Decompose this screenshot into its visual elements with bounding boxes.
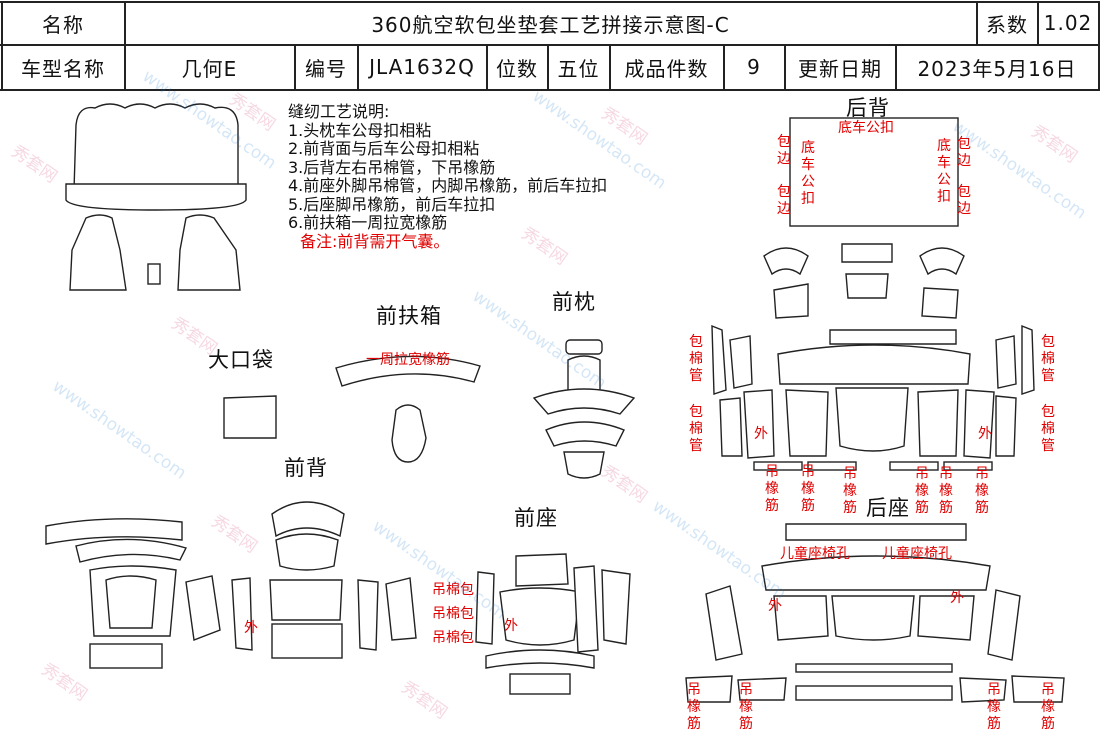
code-value: JLA1632Q bbox=[369, 55, 475, 79]
count-label: 成品件数 bbox=[624, 56, 709, 81]
child-seat-note: 儿童座椅孔 bbox=[882, 546, 952, 562]
fs-cotton-note: 吊棉包 bbox=[432, 582, 474, 598]
fb-outer-note: 外 bbox=[244, 620, 258, 636]
note-item: 6.前扶箱一周拉宽橡筋 bbox=[288, 213, 448, 232]
pocket-piece bbox=[223, 395, 277, 439]
rear-back-pieces bbox=[711, 117, 1035, 471]
section-armrest: 前扶箱 bbox=[376, 304, 442, 328]
coef-label: 系数 bbox=[986, 12, 1028, 37]
rb-cotton-note: 包棉管 bbox=[1041, 404, 1055, 454]
rb-cotton-note: 包棉管 bbox=[1041, 334, 1055, 384]
rb-outer-note: 外 bbox=[754, 426, 768, 442]
headrest-pieces bbox=[532, 339, 636, 479]
name-label: 名称 bbox=[42, 12, 84, 37]
rb-elastic-note: 吊橡筋 bbox=[843, 466, 857, 516]
fs-cotton-note: 吊棉包 bbox=[432, 630, 474, 646]
armrest-band-note: 一周拉宽橡筋 bbox=[366, 352, 450, 368]
child-seat-note: 儿童座椅孔 bbox=[780, 546, 850, 562]
section-headrest: 前枕 bbox=[552, 290, 596, 314]
seats-label: 位数 bbox=[496, 56, 538, 81]
section-front-back: 前背 bbox=[284, 456, 328, 480]
rs-elastic-note: 吊橡筋 bbox=[739, 682, 753, 732]
rb-outer-note: 外 bbox=[978, 426, 992, 442]
rb-elastic-note: 吊橡筋 bbox=[939, 466, 953, 516]
rs-elastic-note: 吊橡筋 bbox=[1041, 682, 1055, 732]
seat-overview bbox=[65, 103, 247, 291]
rs-outer-note: 外 bbox=[950, 590, 964, 606]
date-value: 2023年5月16日 bbox=[917, 56, 1077, 81]
fs-cotton-note: 吊棉包 bbox=[432, 606, 474, 622]
rs-elastic-note: 吊橡筋 bbox=[687, 682, 701, 732]
rb-left-edge-note: 包边 bbox=[777, 134, 791, 167]
front-back-pieces bbox=[45, 501, 417, 669]
note-item: 3.后背左右吊棉管，下吊橡筋 bbox=[288, 157, 496, 177]
rb-elastic-note: 吊橡筋 bbox=[975, 466, 989, 516]
rb-elastic-note: 吊橡筋 bbox=[915, 466, 929, 516]
section-pocket: 大口袋 bbox=[208, 348, 274, 372]
sewing-notes: 缝纫工艺说明: 1.头枕车公母扣相粘 2.前背面与后车公母扣相粘 3.后背左右吊… bbox=[288, 102, 608, 251]
section-rear-seat: 后座 bbox=[866, 496, 910, 520]
fs-outer-note: 外 bbox=[504, 618, 518, 634]
rb-right-fastener-note: 底车公扣 bbox=[937, 138, 951, 205]
sheet-title: 360航空软包坐垫套工艺拼接示意图-C bbox=[371, 12, 730, 37]
rs-outer-note: 外 bbox=[768, 598, 782, 614]
model-label: 车型名称 bbox=[21, 56, 105, 81]
date-label: 更新日期 bbox=[798, 56, 882, 81]
notes-title: 缝纫工艺说明: bbox=[288, 102, 390, 121]
seats-value: 五位 bbox=[557, 56, 600, 81]
armrest-pieces bbox=[335, 355, 481, 463]
section-front-seat: 前座 bbox=[514, 506, 558, 530]
coef-value: 1.02 bbox=[1043, 11, 1093, 35]
rb-left-fastener-note: 底车公扣 bbox=[801, 140, 815, 207]
model-value: 几何E bbox=[181, 56, 238, 81]
rb-elastic-note: 吊橡筋 bbox=[801, 464, 815, 514]
rb-cotton-note: 包棉管 bbox=[689, 334, 703, 384]
front-seat-pieces bbox=[475, 553, 631, 695]
note-item: 1.头枕车公母扣相粘 bbox=[288, 120, 432, 140]
code-label: 编号 bbox=[305, 56, 347, 81]
rb-cotton-note: 包棉管 bbox=[689, 404, 703, 454]
rb-left-edge-note: 包边 bbox=[777, 184, 791, 217]
note-item: 2.前背面与后车公母扣相粘 bbox=[288, 139, 480, 158]
notes-remark: 备注:前背需开气囊。 bbox=[300, 231, 450, 251]
note-item: 5.后座脚吊橡筋，前后车拉扣 bbox=[288, 194, 496, 214]
rear-back-top-note: 底车公扣 bbox=[838, 120, 894, 136]
rb-right-edge-note: 包边 bbox=[957, 136, 971, 169]
note-item: 4.前座外脚吊棉管，内脚吊橡筋，前后车拉扣 bbox=[288, 176, 608, 195]
rear-seat-pieces bbox=[685, 523, 1065, 703]
count-value: 9 bbox=[747, 55, 761, 79]
rb-right-edge-note: 包边 bbox=[957, 184, 971, 217]
section-rear-back: 后背 bbox=[846, 96, 890, 120]
rs-elastic-note: 吊橡筋 bbox=[987, 682, 1001, 732]
rb-elastic-note: 吊橡筋 bbox=[765, 464, 779, 514]
